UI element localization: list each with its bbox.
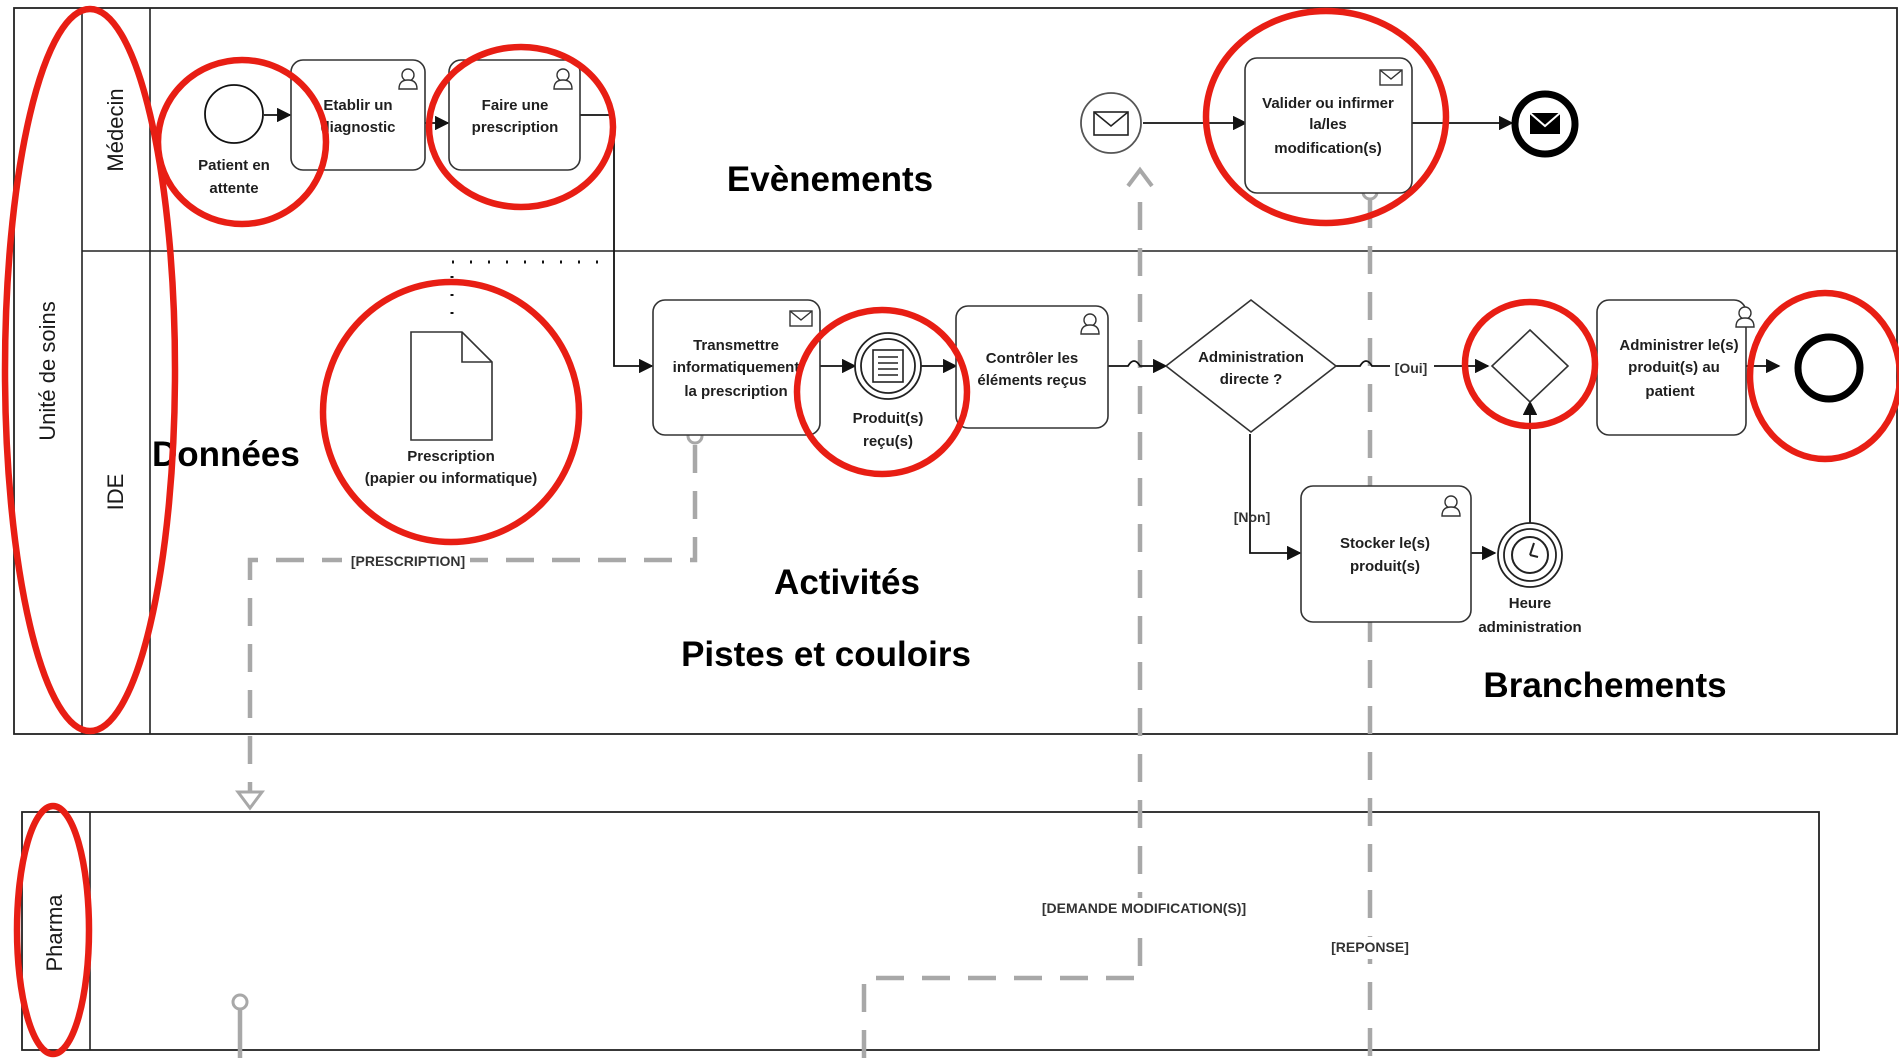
label-prescription: [PRESCRIPTION] (351, 553, 465, 569)
flow-label-reponse: [REPONSE] (1326, 937, 1414, 959)
task-label: informatiquement (673, 359, 800, 376)
label-reponse: [REPONSE] (1331, 939, 1409, 955)
highlight-data-object (319, 278, 583, 546)
pharma-frame (21, 811, 1820, 1051)
task-controler-elements[interactable]: Contrôler les éléments reçus (955, 305, 1109, 429)
event-label: reçu(s) (863, 433, 913, 450)
gateway-label: directe ? (1220, 371, 1283, 388)
highlight-send-task (1202, 7, 1450, 227)
label-oui: [Oui] (1395, 360, 1428, 376)
task-label: la prescription (684, 383, 787, 400)
red-highlights (1, 5, 1899, 1058)
gateway-merge[interactable] (1490, 328, 1570, 404)
send-envelope-icon (1379, 69, 1403, 86)
label-non: [Non] (1234, 509, 1271, 525)
task-label: Transmettre (693, 337, 779, 354)
start-event-label-2: attente (209, 180, 258, 197)
pool-label-unite-de-soins: Unité de soins (35, 301, 60, 440)
task-label: produit(s) (1350, 558, 1420, 575)
highlight-end-event (1746, 289, 1899, 463)
pool-label-pharma: Pharma (42, 894, 67, 972)
task-etablir-diagnostic[interactable]: Etablir un diagnostic (290, 59, 426, 171)
task-label: produit(s) au (1628, 359, 1720, 376)
task-label: Valider ou infirmer (1262, 95, 1394, 112)
message-catch-event[interactable] (1080, 92, 1142, 154)
pool-pharma[interactable]: Pharma (21, 811, 1820, 1051)
task-label: patient (1645, 383, 1694, 400)
data-object-label: Prescription (407, 448, 495, 465)
event-label: Heure (1509, 595, 1552, 612)
task-label: Administrer le(s) (1619, 337, 1738, 354)
intermediate-event-produits-recus[interactable]: Produit(s) reçu(s) (853, 332, 924, 450)
message-flows (231, 166, 1379, 1058)
annotation-branchements: Branchements (1483, 666, 1726, 705)
highlight-start-event (154, 56, 330, 228)
task-label: prescription (472, 119, 559, 136)
task-stocker-produits[interactable]: Stocker le(s) produit(s) (1300, 485, 1472, 623)
event-label: administration (1478, 619, 1581, 636)
flow-label-prescription: [PRESCRIPTION] (342, 550, 470, 570)
annotation-evenements: Evènements (727, 160, 933, 199)
user-icon (398, 68, 418, 90)
message-flow-demande (861, 200, 1143, 1058)
task-label: diagnostic (320, 119, 395, 136)
task-label: Contrôler les (986, 350, 1079, 367)
timer-event-heure-administration[interactable]: Heure administration (1478, 522, 1582, 636)
task-label: éléments reçus (977, 372, 1086, 389)
event-label: Produit(s) (853, 410, 924, 427)
envelope-icon (1093, 111, 1129, 136)
task-label: Faire une (482, 97, 549, 114)
start-event[interactable]: Patient en attente (198, 84, 270, 197)
message-flow-prescription (247, 445, 698, 800)
highlight-pool (1, 5, 179, 735)
user-icon (553, 68, 573, 90)
clock-icon (1511, 536, 1549, 574)
document-icon (410, 331, 493, 441)
highlight-pharma (13, 802, 93, 1058)
task-label: Stocker le(s) (1340, 535, 1430, 552)
task-label: Etablir un (323, 97, 392, 114)
start-event-label-1: Patient en (198, 157, 270, 174)
lane-label-medecin: Médecin (103, 88, 128, 171)
label-demande: [DEMANDE MODIFICATION(S)] (1042, 900, 1246, 916)
message-end-event[interactable] (1511, 90, 1579, 158)
task-valider-modifications[interactable]: Valider ou infirmer la/les modification(… (1244, 57, 1413, 194)
highlight-task (425, 43, 617, 211)
gateway-label: Administration (1198, 349, 1304, 366)
task-label: modification(s) (1274, 140, 1382, 157)
annotation-donnees: Données (152, 435, 300, 474)
data-object-label: (papier ou informatique) (365, 470, 538, 487)
highlight-intermediate-event (793, 306, 971, 478)
user-icon (1735, 306, 1755, 328)
flow-label-oui: [Oui] (1390, 357, 1432, 377)
annotation-activites: Activités (774, 563, 920, 602)
task-administrer-produits[interactable]: Administrer le(s) produit(s) au patient (1596, 299, 1755, 436)
flow-label-demande: [DEMANDE MODIFICATION(S)] (1024, 898, 1264, 920)
user-icon (1441, 495, 1461, 517)
data-object-prescription[interactable]: Prescription (papier ou informatique) (365, 331, 538, 487)
task-label: la/les (1309, 116, 1347, 133)
lane-label-ide: IDE (103, 474, 128, 511)
send-envelope-icon (789, 310, 813, 327)
pharma-message-source (231, 993, 249, 1011)
annotation-pistes-couloirs: Pistes et couloirs (681, 635, 971, 674)
list-icon (872, 349, 904, 383)
sequence-flows (264, 107, 1781, 561)
task-transmettre-prescription[interactable]: Transmettre informatiquement la prescrip… (652, 299, 821, 436)
task-faire-prescription[interactable]: Faire une prescription (448, 59, 581, 171)
user-icon (1080, 313, 1100, 335)
gateway-administration-directe[interactable]: Administration directe ? (1164, 298, 1338, 434)
highlight-gateway (1461, 298, 1599, 430)
end-event[interactable] (1794, 333, 1864, 403)
